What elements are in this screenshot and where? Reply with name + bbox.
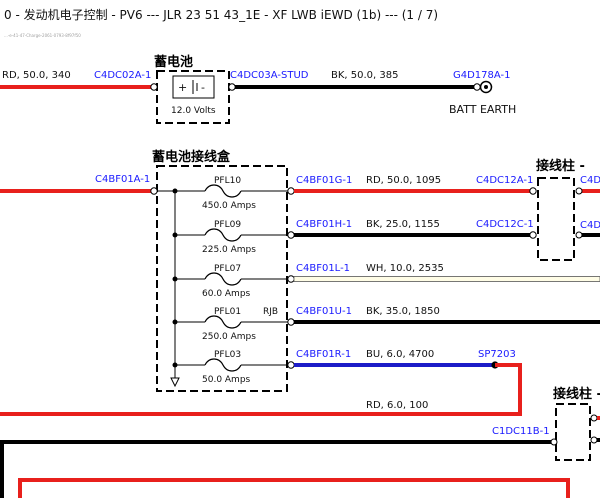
post2-box xyxy=(556,404,590,460)
post2-title: 接线柱 - xyxy=(553,386,600,402)
fuse-name: PFL10 xyxy=(214,176,241,186)
fuse-connector: C4BF01G-1 xyxy=(296,175,352,186)
lower-wire-label: RD, 6.0, 100 xyxy=(366,400,428,411)
battery-left-connector: C4DC02A-1 xyxy=(94,70,151,81)
fuse-connector: C4BF01R-1 xyxy=(296,349,351,360)
wire-output xyxy=(294,277,600,282)
bus-arrow-icon xyxy=(171,378,179,386)
battery-plus: + xyxy=(178,81,187,94)
battery-right-connector: C4DC03A-STUD xyxy=(230,70,309,81)
earth-label: BATT EARTH xyxy=(449,103,516,116)
fuse-wire-label: WH, 10.0, 2535 xyxy=(366,263,444,274)
fuse-rating: 50.0 Amps xyxy=(202,375,251,385)
fuse-rating: 60.0 Amps xyxy=(202,289,251,299)
fuse-wire-label: BU, 6.0, 4700 xyxy=(366,349,434,360)
battery-right-wire-label: BK, 50.0, 385 xyxy=(331,70,399,81)
battery-voltage: 12.0 Volts xyxy=(171,106,216,116)
page-title: 0 - 发动机电子控制 - PV6 --- JLR 23 51 43_1E - … xyxy=(4,7,438,22)
fuse-icon xyxy=(205,185,241,197)
fuse-name: PFL07 xyxy=(214,264,241,274)
bus-junction xyxy=(173,320,178,325)
fuse-destination: C4DC12A-1 xyxy=(476,175,533,186)
fuse-connector: C4BF01H-1 xyxy=(296,219,352,230)
fuse-wire-label: BK, 25.0, 1155 xyxy=(366,219,440,230)
fuse-tag: RJB xyxy=(263,307,278,317)
fusebox-title: 蓄电池接线盒 xyxy=(152,149,231,165)
fuse-connector: C4BF01U-1 xyxy=(296,306,352,317)
fuse-icon xyxy=(205,359,241,371)
wire-black-lower xyxy=(2,442,551,498)
battery-pos-terminal xyxy=(151,84,157,90)
fuse-name: PFL01 xyxy=(214,307,241,317)
bus-junction xyxy=(173,189,178,194)
fuse-icon xyxy=(205,229,241,241)
post2-connector: C1DC11B-1 xyxy=(492,426,550,437)
fuse-destination: SP7203 xyxy=(478,349,516,360)
battery-neg-terminal xyxy=(229,84,235,90)
fuse-name: PFL09 xyxy=(214,220,241,230)
battery-title: 蓄电池 xyxy=(154,54,193,70)
fuse-wire-label: BK, 35.0, 1850 xyxy=(366,306,440,317)
bus-junction xyxy=(173,363,178,368)
fuse-rating: 450.0 Amps xyxy=(202,201,256,211)
fuse-rating: 250.0 Amps xyxy=(202,332,256,342)
fuse-icon xyxy=(205,273,241,285)
battery-left-wire-label: RD, 50.0, 340 xyxy=(2,70,71,81)
bus-junction xyxy=(173,277,178,282)
watermark: ...-e-41-47-Charge-2061-0793-8f97f50 xyxy=(4,33,81,38)
post1-title: 接线柱 - xyxy=(536,158,585,174)
fuse-icon xyxy=(205,316,241,328)
post1-connector-2: C4D xyxy=(580,220,600,231)
post1-connector-1: C4D xyxy=(580,175,600,186)
earth-connector: G4D178A-1 xyxy=(453,70,511,81)
fuse-connector: C4BF01L-1 xyxy=(296,263,350,274)
fuse-name: PFL03 xyxy=(214,350,241,360)
fuse-destination: C4DC12C-1 xyxy=(476,219,534,230)
fusebox-input-connector: C4BF01A-1 xyxy=(95,174,150,185)
bus-junction xyxy=(173,233,178,238)
battery-minus: - xyxy=(201,81,205,94)
post1-box xyxy=(538,178,574,260)
fuse-rating: 225.0 Amps xyxy=(202,245,256,255)
fuse-wire-label: RD, 50.0, 1095 xyxy=(366,175,441,186)
wire-red-bottom xyxy=(20,480,568,498)
